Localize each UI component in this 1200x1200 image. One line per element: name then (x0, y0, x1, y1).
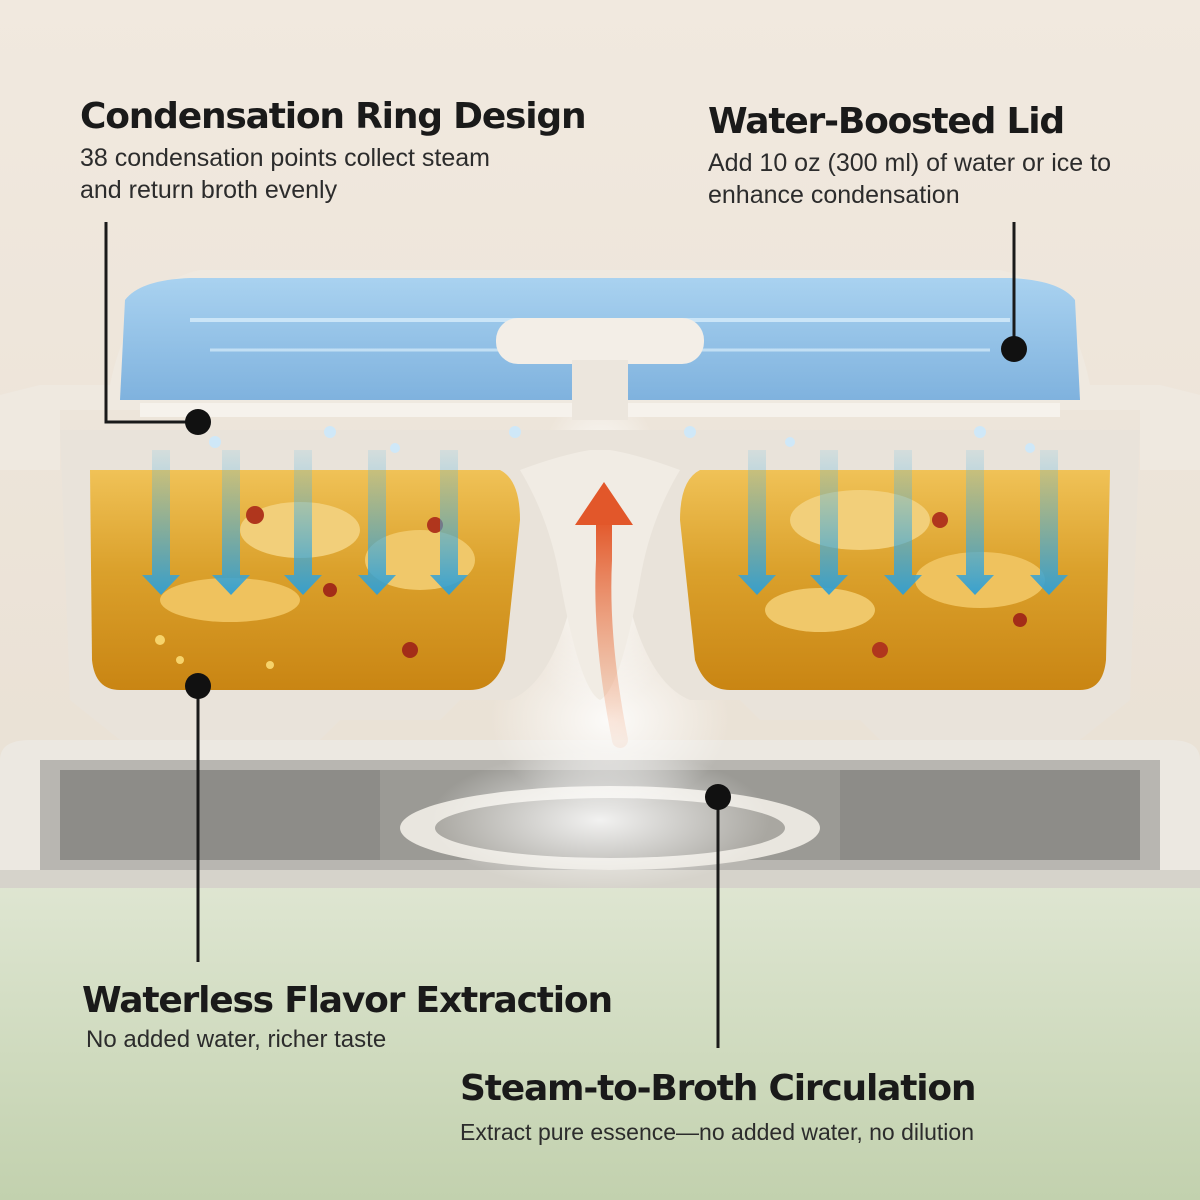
condensation-arrows (142, 450, 1068, 595)
callout-description: No added water, richer taste (86, 1025, 387, 1053)
steam-arrow (575, 482, 633, 748)
callout-title: Steam-to-Broth Circulation (460, 1068, 977, 1109)
callout-description: 38 condensation points collect steam and… (80, 143, 490, 205)
leader-waterless-flavor (185, 673, 211, 962)
callout-description: Extract pure essence—no added water, no … (460, 1118, 974, 1145)
callout-water-boosted-lid: Water-Boosted Lid Add 10 oz (300 ml) of … (708, 103, 1128, 212)
callout-title: Condensation Ring Design (80, 96, 587, 137)
callout-condensation-ring: Condensation Ring Design 38 condensation… (80, 96, 587, 207)
callout-waterless-flavor: Waterless Flavor Extraction No added wat… (82, 980, 613, 1055)
leader-water-boosted-lid (1001, 222, 1027, 362)
callout-title: Water-Boosted Lid (708, 101, 1065, 142)
callout-description: Add 10 oz (300 ml) of water or ice to en… (708, 148, 1111, 210)
lid (0, 270, 1200, 470)
lid-knob (496, 318, 704, 364)
callout-title: Waterless Flavor Extraction (82, 980, 613, 1021)
callout-steam-to-broth: Steam-to-Broth Circulation Extract pure … (460, 1068, 977, 1148)
leader-steam-to-broth (705, 784, 731, 1048)
leader-condensation-ring (104, 222, 211, 435)
